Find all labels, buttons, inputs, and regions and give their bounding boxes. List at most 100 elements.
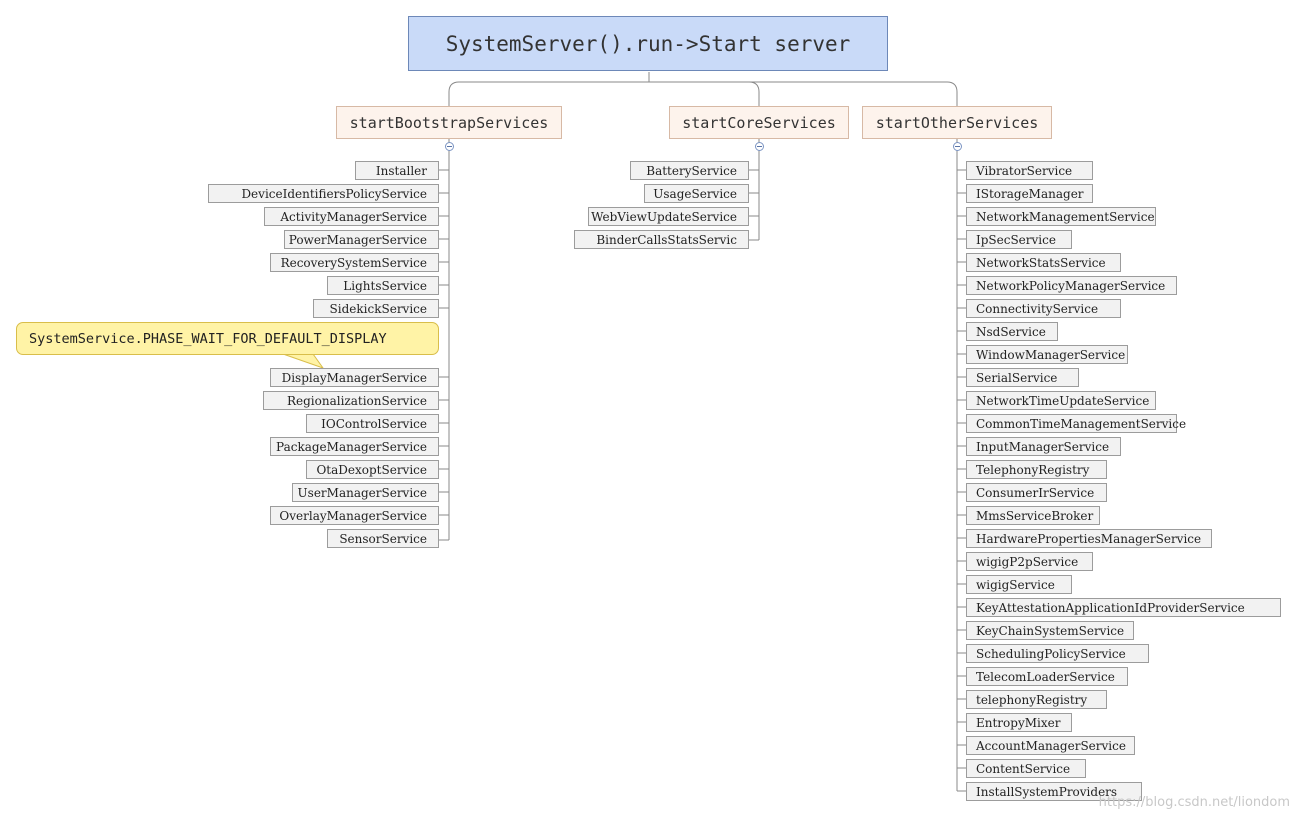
service-node[interactable]: ConnectivityService <box>966 299 1121 318</box>
service-label: AccountManagerService <box>976 738 1126 753</box>
service-node[interactable]: DisplayManagerService <box>270 368 439 387</box>
service-node[interactable]: UserManagerService <box>292 483 439 502</box>
service-node[interactable]: wigigP2pService <box>966 552 1093 571</box>
service-label: NsdService <box>976 324 1046 339</box>
service-label: WebViewUpdateService <box>591 209 737 224</box>
service-node[interactable]: NsdService <box>966 322 1058 341</box>
callout-text: SystemService.PHASE_WAIT_FOR_DEFAULT_DIS… <box>29 330 387 347</box>
root-node[interactable]: SystemServer().run->Start server <box>408 16 888 71</box>
service-node[interactable]: IOControlService <box>306 414 439 433</box>
service-node[interactable]: AccountManagerService <box>966 736 1135 755</box>
collapse-toggle-icon[interactable] <box>755 142 764 151</box>
service-node[interactable]: IpSecService <box>966 230 1072 249</box>
service-node[interactable]: EntropyMixer <box>966 713 1072 732</box>
service-label: DeviceIdentifiersPolicyService <box>241 186 427 201</box>
branch-label: startOtherServices <box>875 113 1039 132</box>
branch-start-core-services[interactable]: startCoreServices <box>669 106 849 139</box>
service-label: RecoverySystemService <box>280 255 427 270</box>
branch-start-bootstrap-services[interactable]: startBootstrapServices <box>336 106 562 139</box>
service-node[interactable]: LightsService <box>327 276 439 295</box>
service-label: ConsumerIrService <box>976 485 1095 500</box>
service-node[interactable]: ConsumerIrService <box>966 483 1107 502</box>
service-node[interactable]: wigigService <box>966 575 1072 594</box>
service-label: WindowManagerService <box>976 347 1126 362</box>
service-label: CommonTimeManagementService <box>976 416 1187 431</box>
service-label: OtaDexoptService <box>316 462 427 477</box>
service-label: NetworkPolicyManagerService <box>976 278 1166 293</box>
service-label: telephonyRegistry <box>976 692 1088 707</box>
branch-label: startCoreServices <box>682 113 836 132</box>
service-label: wigigP2pService <box>976 554 1079 569</box>
service-label: NetworkStatsService <box>976 255 1106 270</box>
service-node[interactable]: TelecomLoaderService <box>966 667 1128 686</box>
service-label: VibratorService <box>976 163 1073 178</box>
service-node[interactable]: Installer <box>355 161 439 180</box>
branch-start-other-services[interactable]: startOtherServices <box>862 106 1052 139</box>
service-node[interactable]: MmsServiceBroker <box>966 506 1100 525</box>
service-node[interactable]: DeviceIdentifiersPolicyService <box>208 184 439 203</box>
service-node[interactable]: SensorService <box>327 529 439 548</box>
service-label: UsageService <box>653 186 737 201</box>
root-label: SystemServer().run->Start server <box>445 31 851 56</box>
service-label: SerialService <box>976 370 1058 385</box>
service-label: PackageManagerService <box>276 439 427 454</box>
service-label: KeyChainSystemService <box>976 623 1125 638</box>
service-node[interactable]: InputManagerService <box>966 437 1121 456</box>
service-node[interactable]: SidekickService <box>313 299 439 318</box>
service-node[interactable]: UsageService <box>644 184 749 203</box>
service-node[interactable]: OtaDexoptService <box>306 460 439 479</box>
service-label: InstallSystemProviders <box>976 784 1118 799</box>
service-node[interactable]: BinderCallsStatsServic <box>574 230 749 249</box>
service-node[interactable]: VibratorService <box>966 161 1093 180</box>
service-node[interactable]: SerialService <box>966 368 1079 387</box>
service-label: HardwarePropertiesManagerService <box>976 531 1202 546</box>
service-node[interactable]: KeyAttestationApplicationIdProviderServi… <box>966 598 1281 617</box>
service-node[interactable]: NetworkStatsService <box>966 253 1121 272</box>
service-node[interactable]: NetworkTimeUpdateService <box>966 391 1156 410</box>
branch-label: startBootstrapServices <box>349 113 549 132</box>
service-label: SensorService <box>339 531 427 546</box>
service-node[interactable]: RegionalizationService <box>263 391 439 410</box>
service-label: ContentService <box>976 761 1071 776</box>
service-node[interactable]: WindowManagerService <box>966 345 1128 364</box>
service-label: LightsService <box>343 278 427 293</box>
service-node[interactable]: telephonyRegistry <box>966 690 1107 709</box>
service-node[interactable]: PowerManagerService <box>284 230 439 249</box>
collapse-toggle-icon[interactable] <box>445 142 454 151</box>
service-node[interactable]: KeyChainSystemService <box>966 621 1134 640</box>
service-node[interactable]: CommonTimeManagementService <box>966 414 1186 433</box>
service-label: IpSecService <box>976 232 1056 247</box>
service-label: BatteryService <box>646 163 737 178</box>
collapse-toggle-icon[interactable] <box>953 142 962 151</box>
service-label: EntropyMixer <box>976 715 1061 730</box>
service-node[interactable]: IStorageManager <box>966 184 1093 203</box>
service-label: BinderCallsStatsServic <box>596 232 737 247</box>
service-label: SchedulingPolicyService <box>976 646 1126 661</box>
service-node[interactable]: SchedulingPolicyService <box>966 644 1149 663</box>
service-label: InputManagerService <box>976 439 1110 454</box>
service-label: MmsServiceBroker <box>976 508 1094 523</box>
service-node[interactable]: ContentService <box>966 759 1086 778</box>
service-node[interactable]: OverlayManagerService <box>270 506 439 525</box>
service-label: NetworkManagementService <box>976 209 1155 224</box>
service-node[interactable]: ActivityManagerService <box>264 207 439 226</box>
service-node[interactable]: BatteryService <box>630 161 749 180</box>
service-node[interactable]: WebViewUpdateService <box>588 207 749 226</box>
service-label: DisplayManagerService <box>281 370 427 385</box>
service-label: ConnectivityService <box>976 301 1099 316</box>
service-label: UserManagerService <box>297 485 427 500</box>
watermark: https://blog.csdn.net/liondom <box>1098 795 1290 810</box>
service-node[interactable]: PackageManagerService <box>270 437 439 456</box>
service-node[interactable]: HardwarePropertiesManagerService <box>966 529 1212 548</box>
service-node[interactable]: InstallSystemProviders <box>966 782 1142 801</box>
service-label: TelecomLoaderService <box>976 669 1115 684</box>
service-node[interactable]: NetworkPolicyManagerService <box>966 276 1177 295</box>
service-label: wigigService <box>976 577 1055 592</box>
service-label: IStorageManager <box>976 186 1084 201</box>
service-label: IOControlService <box>321 416 427 431</box>
service-node[interactable]: TelephonyRegistry <box>966 460 1107 479</box>
service-node[interactable]: NetworkManagementService <box>966 207 1156 226</box>
service-node[interactable]: RecoverySystemService <box>270 253 439 272</box>
service-label: KeyAttestationApplicationIdProviderServi… <box>976 600 1245 615</box>
service-label: NetworkTimeUpdateService <box>976 393 1150 408</box>
